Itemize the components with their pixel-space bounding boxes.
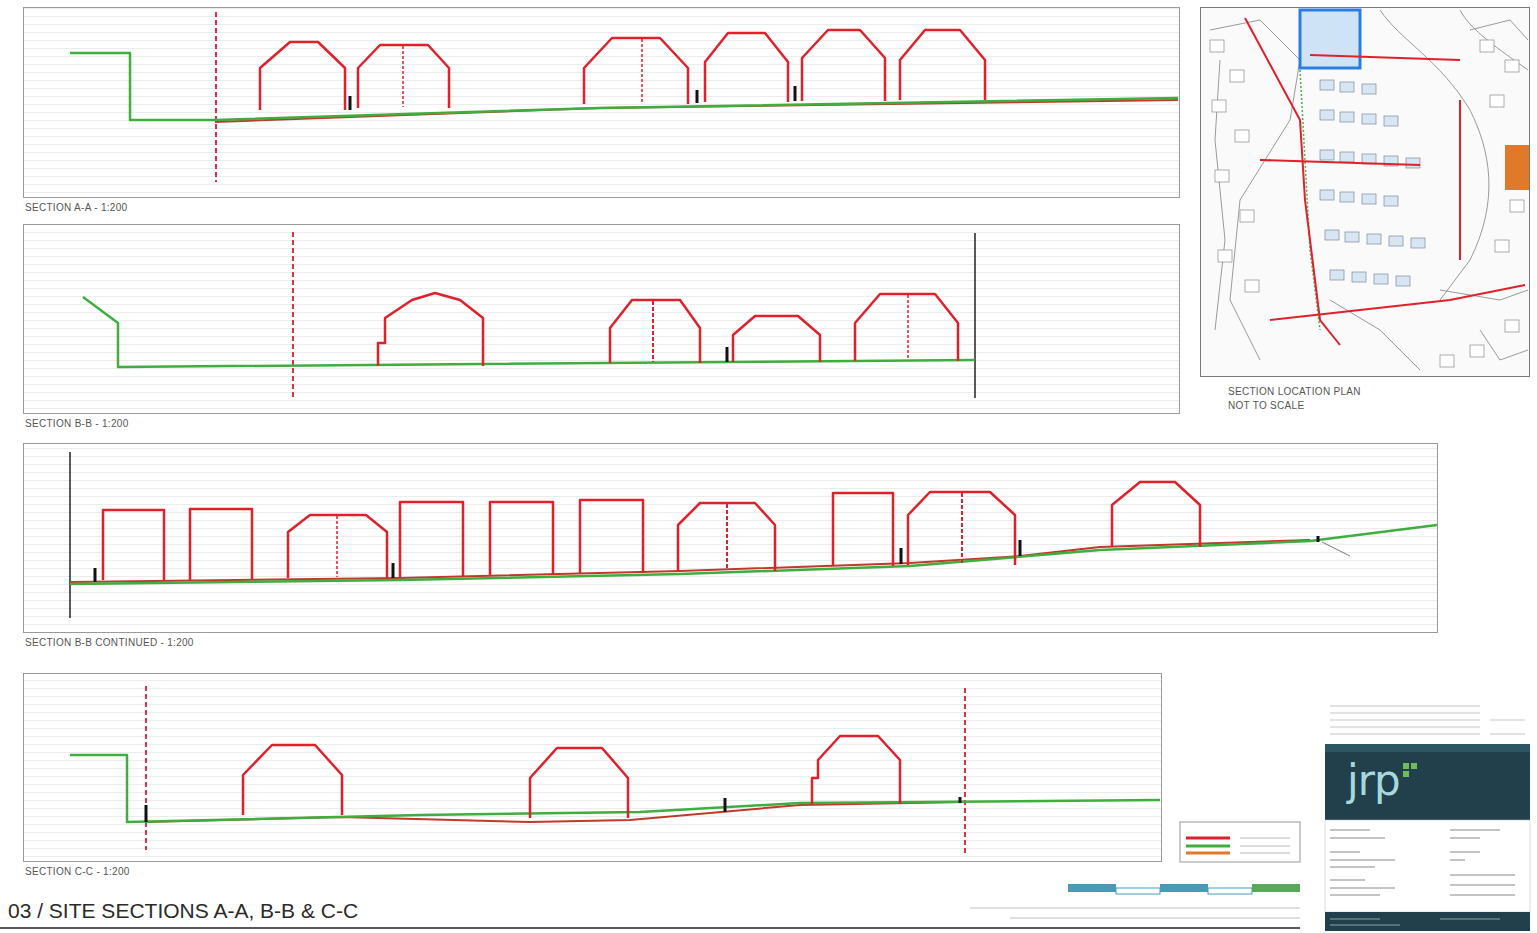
plan-label: SECTION LOCATION PLAN — [1228, 386, 1361, 397]
section-label: SECTION A-A - 1:200 — [25, 202, 127, 213]
section-panel: SECTION B-B - 1:200 — [23, 224, 1180, 414]
sheet-title: 03 / SITE SECTIONS A-A, B-B & C-C — [8, 899, 358, 923]
section-label: SECTION B-B CONTINUED - 1:200 — [25, 637, 194, 648]
logo-mark — [1402, 762, 1418, 778]
section-panel: SECTION A-A - 1:200 — [23, 7, 1180, 198]
scale-note: NOT TO SCALE — [1228, 400, 1304, 411]
section-panel: SECTION C-C - 1:200 — [23, 673, 1162, 862]
company-logo: jrp — [1347, 758, 1400, 804]
title-block: jrp — [1325, 744, 1530, 820]
section-label: SECTION B-B - 1:200 — [25, 418, 129, 429]
section-label: SECTION C-C - 1:200 — [25, 866, 130, 877]
section-panel: SECTION B-B CONTINUED - 1:200 — [23, 443, 1438, 633]
location-plan: SECTION LOCATION PLANNOT TO SCALE — [1200, 7, 1530, 377]
